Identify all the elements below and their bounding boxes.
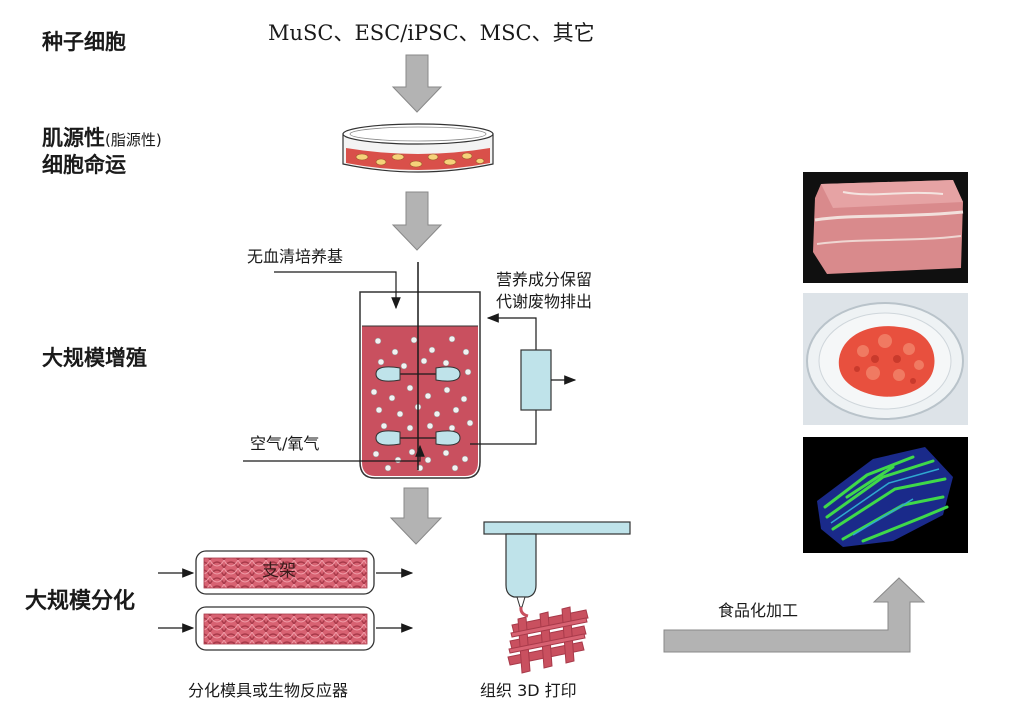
caption-differentiation-reactor: 分化模具或生物反应器 <box>188 681 349 700</box>
fluorescent-tissue-photo <box>803 437 968 553</box>
caption-food-processing: 食品化加工 <box>718 601 799 620</box>
impeller <box>375 262 461 470</box>
nutrient-label-line1: 营养成分保留 <box>496 270 593 289</box>
stage-label-differentiation: 大规模分化 <box>25 589 136 614</box>
food-processing-arrow <box>663 577 926 653</box>
gas-label: 空气/氧气 <box>250 434 320 453</box>
differentiation-reactor-2 <box>158 606 414 651</box>
filter-unit <box>520 349 552 411</box>
minced-meat-dish-photo <box>803 293 968 425</box>
fate-paren-text: (脂源性) <box>105 131 162 149</box>
scaffold-label: 支架 <box>262 561 296 581</box>
stage-label-seed-cells: 种子细胞 <box>42 30 126 54</box>
medium-label: 无血清培养基 <box>247 247 344 266</box>
medium-inlet-arrow <box>274 271 401 310</box>
stage-label-fate-line1: 肌源性(脂源性) <box>42 125 162 153</box>
differentiation-reactor-1 <box>158 550 414 595</box>
stage-label-fate-line2: 细胞命运 <box>42 153 126 177</box>
down-arrow-3 <box>389 487 443 545</box>
caption-3d-printing: 组织 3D 打印 <box>480 681 577 700</box>
meat-block-photo <box>803 172 968 283</box>
3d-printer <box>483 521 631 618</box>
nutrient-label-line2: 代谢废物排出 <box>496 292 593 311</box>
cell-sources-text: MuSC、ESC/iPSC、MSC、其它 <box>268 21 595 45</box>
gas-inlet-arrow <box>243 444 425 462</box>
fate-line1-text: 肌源性 <box>42 126 105 150</box>
perfusion-loop <box>470 313 577 445</box>
stage-label-expansion: 大规模增殖 <box>42 346 147 370</box>
petri-dish <box>342 123 494 173</box>
down-arrow-1 <box>391 54 443 113</box>
printed-lattice <box>507 606 589 674</box>
down-arrow-2 <box>391 191 443 251</box>
